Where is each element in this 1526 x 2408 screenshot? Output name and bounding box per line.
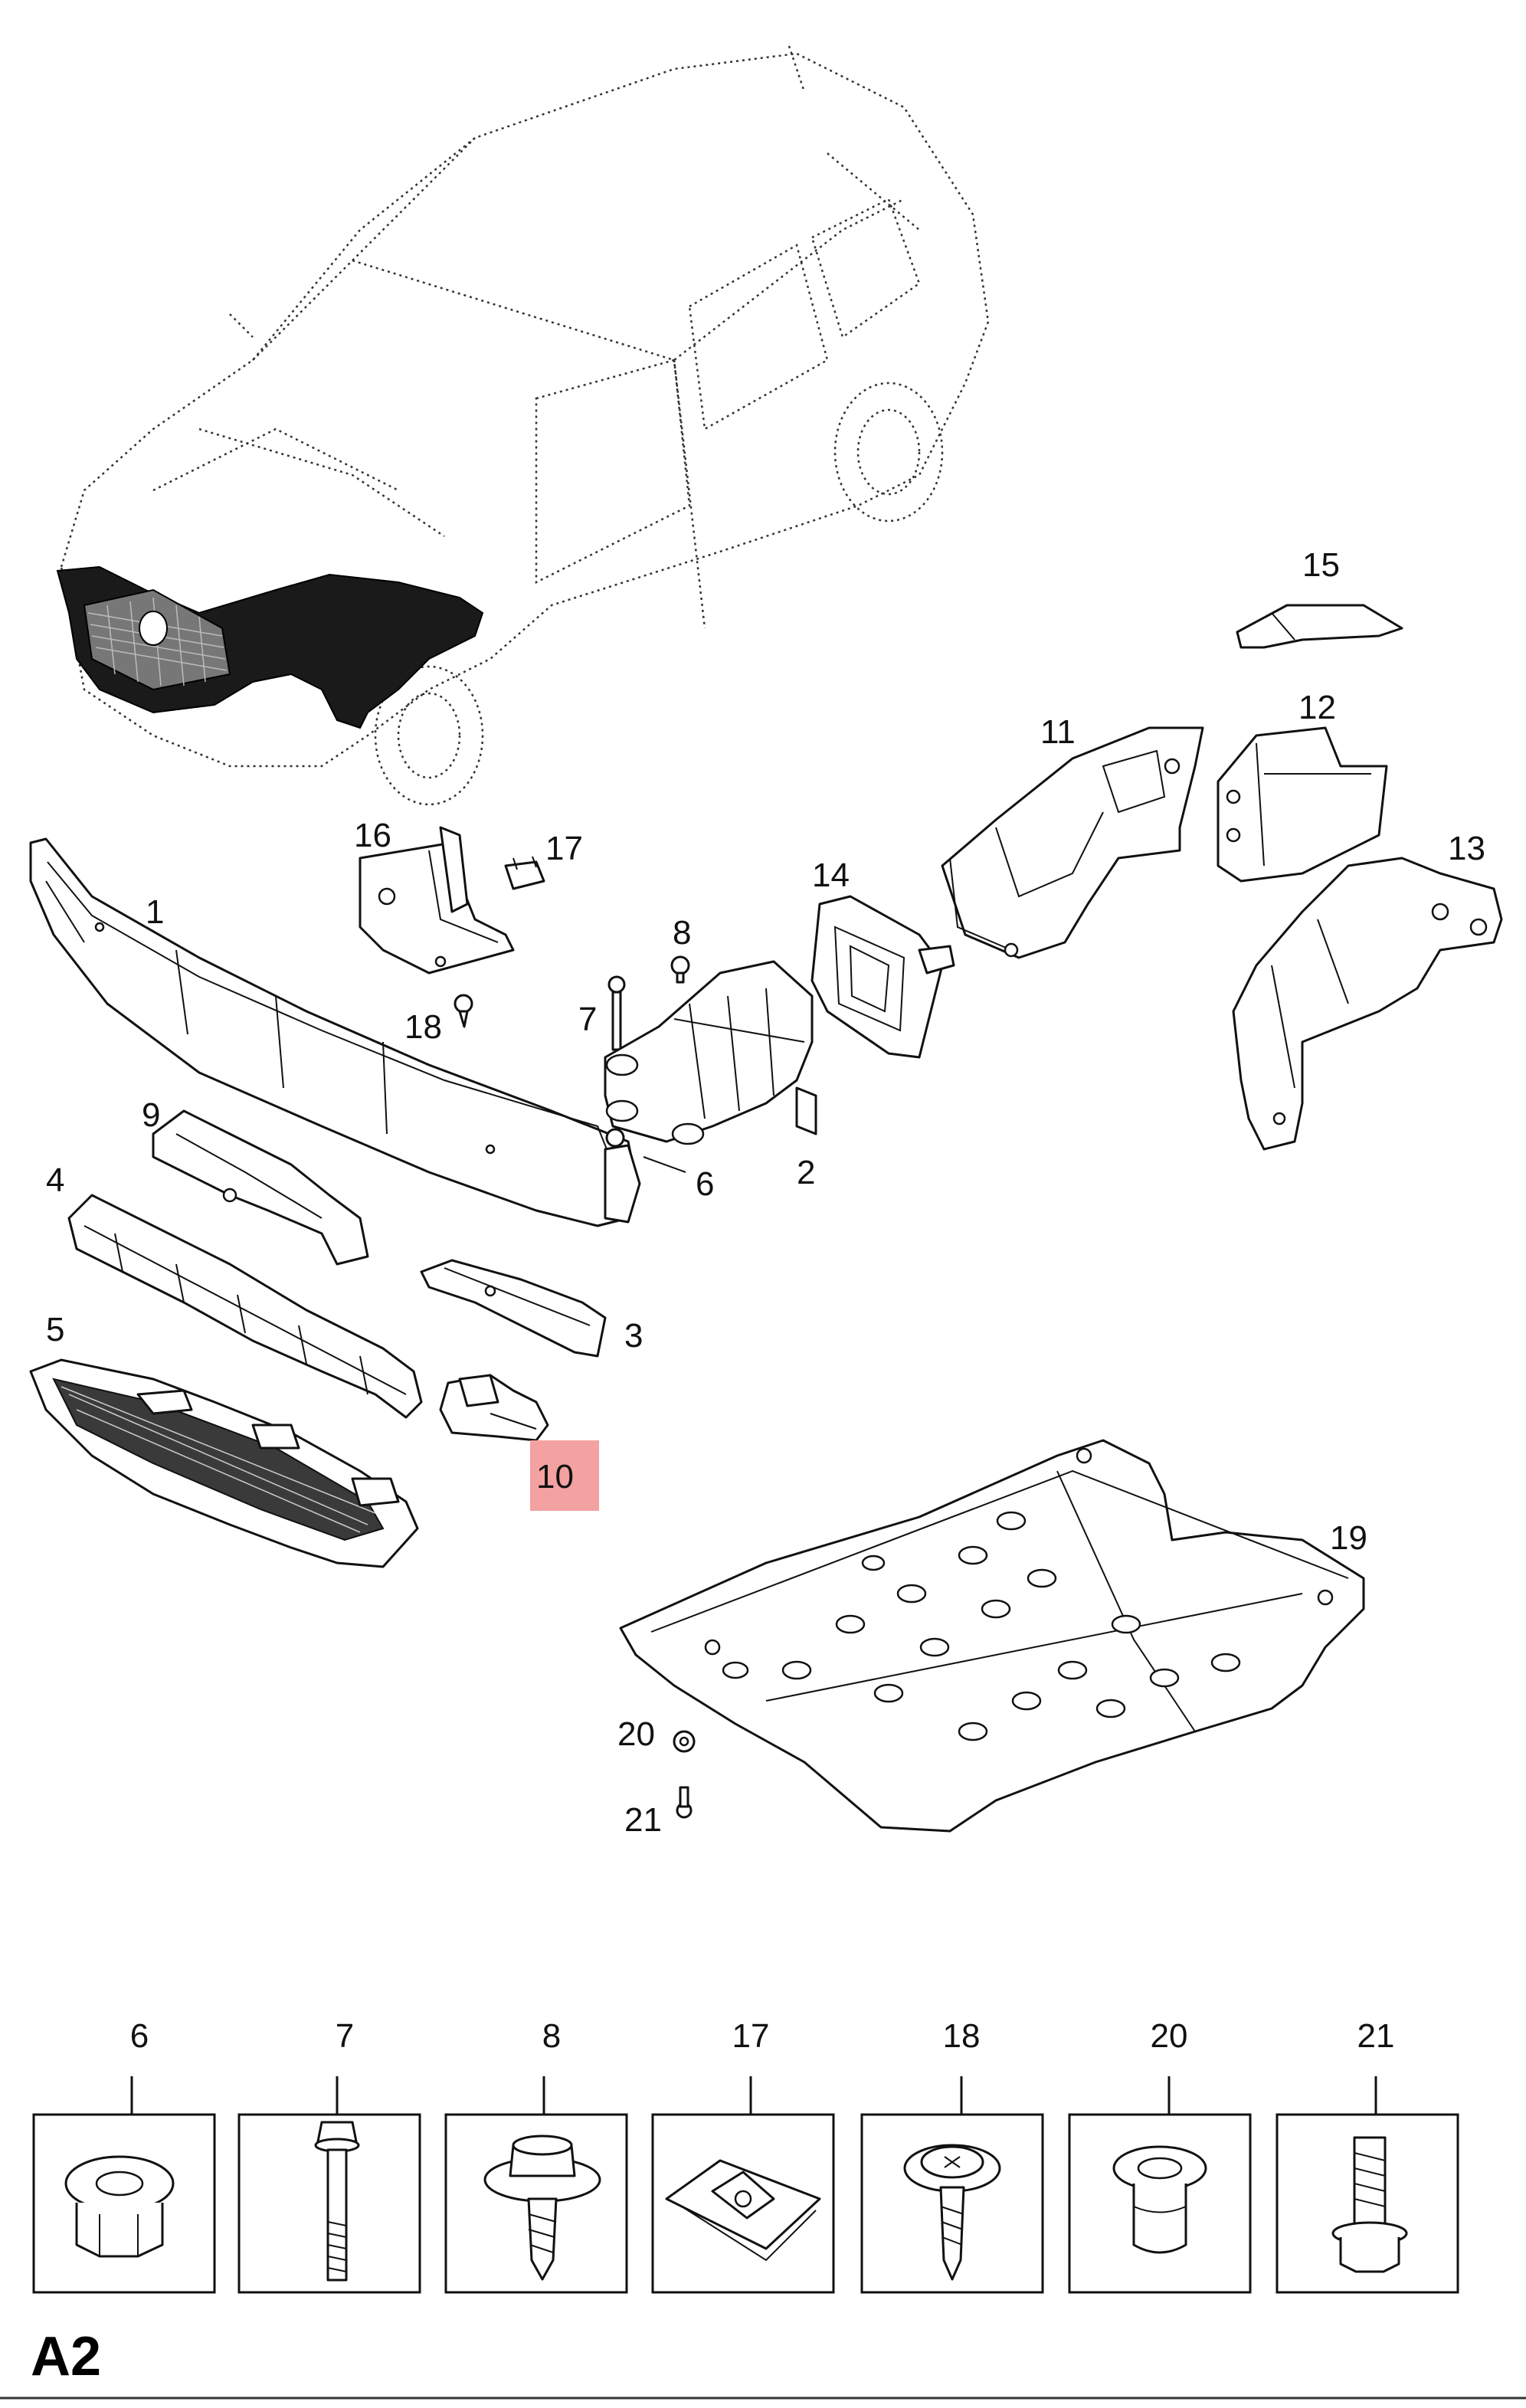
tile-20: 20 xyxy=(1068,2017,1252,2294)
tile-17-number: 17 xyxy=(732,2017,770,2055)
tile-6-number: 6 xyxy=(130,2017,149,2055)
tile-6: 6 xyxy=(32,2017,216,2294)
part-5-lower-grille xyxy=(29,1358,419,1568)
part-4-absorber xyxy=(67,1194,423,1419)
callout-10: 10 xyxy=(536,1458,574,1496)
part-3-bracket xyxy=(420,1259,607,1358)
part-15-brace xyxy=(1236,604,1403,649)
callout-13: 13 xyxy=(1448,830,1485,867)
callout-20: 20 xyxy=(617,1715,655,1753)
part-8-bolt xyxy=(670,955,690,984)
flange-nut-icon xyxy=(64,2155,175,2258)
highlight-callout-10 xyxy=(530,1440,599,1511)
callout-14: 14 xyxy=(812,857,850,894)
tile-21: 21 xyxy=(1275,2017,1459,2294)
part-12-bracket xyxy=(1217,726,1388,883)
callout-18: 18 xyxy=(404,1008,442,1046)
hex-washer-screw-icon xyxy=(483,2134,601,2281)
callout-9: 9 xyxy=(142,1096,160,1134)
tile-17: 17 xyxy=(651,2017,835,2294)
callout-7: 7 xyxy=(578,1001,597,1038)
long-bolt-icon xyxy=(314,2121,360,2282)
callout-5: 5 xyxy=(46,1311,64,1348)
part-7-bolt xyxy=(607,975,626,1051)
part-10-bracket xyxy=(439,1374,549,1442)
callout-labels: 1 2 3 4 5 6 7 8 9 10 11 12 13 14 15 16 1… xyxy=(46,546,1485,1839)
callout-17: 17 xyxy=(545,830,583,867)
part-19-underbody-shield xyxy=(619,1439,1365,1833)
tile-21-number: 21 xyxy=(1357,2017,1395,2055)
tile-8-number: 8 xyxy=(542,2017,561,2055)
part-14-plate xyxy=(810,895,955,1059)
fastener-tiles: 6 7 8 xyxy=(32,2017,1459,2294)
part-2-mount xyxy=(604,960,817,1145)
part-17-clip xyxy=(504,856,545,890)
callout-12: 12 xyxy=(1298,689,1336,726)
callout-3: 3 xyxy=(624,1317,643,1355)
callout-19: 19 xyxy=(1330,1519,1367,1557)
part-6-nut xyxy=(605,1128,686,1173)
part-11-rail xyxy=(941,726,1204,959)
part-9-bracket xyxy=(152,1109,369,1266)
tile-18: 18 xyxy=(860,2017,1044,2294)
part-20-nut xyxy=(673,1730,696,1753)
tile-7-number: 7 xyxy=(336,2017,354,2055)
callout-21: 21 xyxy=(624,1801,662,1839)
part-18-screw xyxy=(454,994,473,1028)
callout-8: 8 xyxy=(673,914,691,952)
speed-clip-icon xyxy=(665,2159,821,2262)
part-13-panel xyxy=(1232,857,1503,1151)
part-1-bumper-beam xyxy=(29,837,641,1227)
callout-16: 16 xyxy=(354,817,391,854)
part-21-screw xyxy=(676,1786,693,1819)
callout-6: 6 xyxy=(696,1165,714,1203)
tile-8: 8 xyxy=(444,2017,628,2294)
tile-20-number: 20 xyxy=(1151,2017,1188,2055)
tile-18-number: 18 xyxy=(943,2017,981,2055)
part-16-bracket xyxy=(359,826,515,975)
callout-4: 4 xyxy=(46,1161,64,1199)
callout-15: 15 xyxy=(1302,546,1340,584)
callout-11: 11 xyxy=(1040,713,1076,751)
callout-1: 1 xyxy=(146,893,164,931)
grommet-nut-icon xyxy=(1112,2145,1207,2254)
tile-7: 7 xyxy=(237,2017,421,2294)
hex-flange-bolt-icon xyxy=(1331,2136,1408,2273)
callout-2: 2 xyxy=(797,1154,815,1191)
torx-washer-screw-icon xyxy=(903,2144,1001,2281)
page-code: A2 xyxy=(31,2326,101,2387)
vehicle-outline xyxy=(56,45,990,806)
